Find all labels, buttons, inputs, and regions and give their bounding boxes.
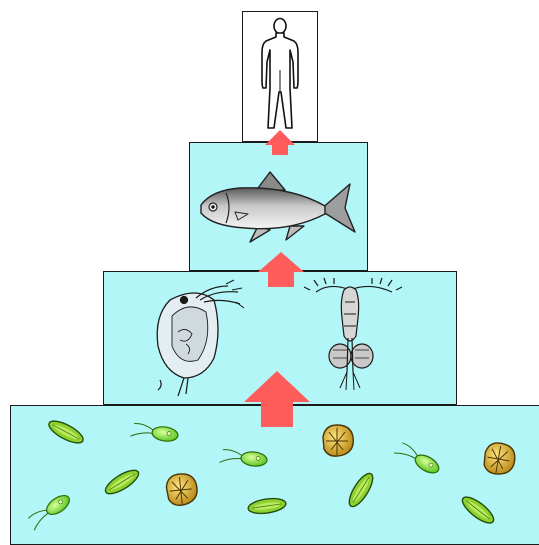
- diatom-icon: [345, 470, 377, 510]
- arrow-up-icon: [258, 252, 304, 287]
- arrow-up-icon: [265, 130, 295, 155]
- diatom-icon: [459, 493, 498, 527]
- diatom-icon: [247, 496, 287, 515]
- arrow-up-icon: [244, 371, 310, 427]
- golden-alga-icon: [323, 425, 353, 456]
- green-alga-icon: [26, 492, 73, 530]
- golden-alga-icon: [165, 472, 198, 506]
- water-flea-icon: [157, 280, 244, 396]
- fish-icon: [201, 172, 355, 242]
- green-alga-icon: [219, 448, 267, 467]
- copepod-icon: [304, 278, 402, 390]
- diatom-icon: [46, 417, 86, 447]
- diatom-icon: [102, 466, 142, 498]
- golden-alga-icon: [482, 441, 517, 477]
- green-alga-icon: [394, 441, 442, 477]
- pyramid-illustration: [0, 0, 539, 534]
- green-alga-icon: [130, 422, 178, 442]
- human-icon: [262, 19, 298, 129]
